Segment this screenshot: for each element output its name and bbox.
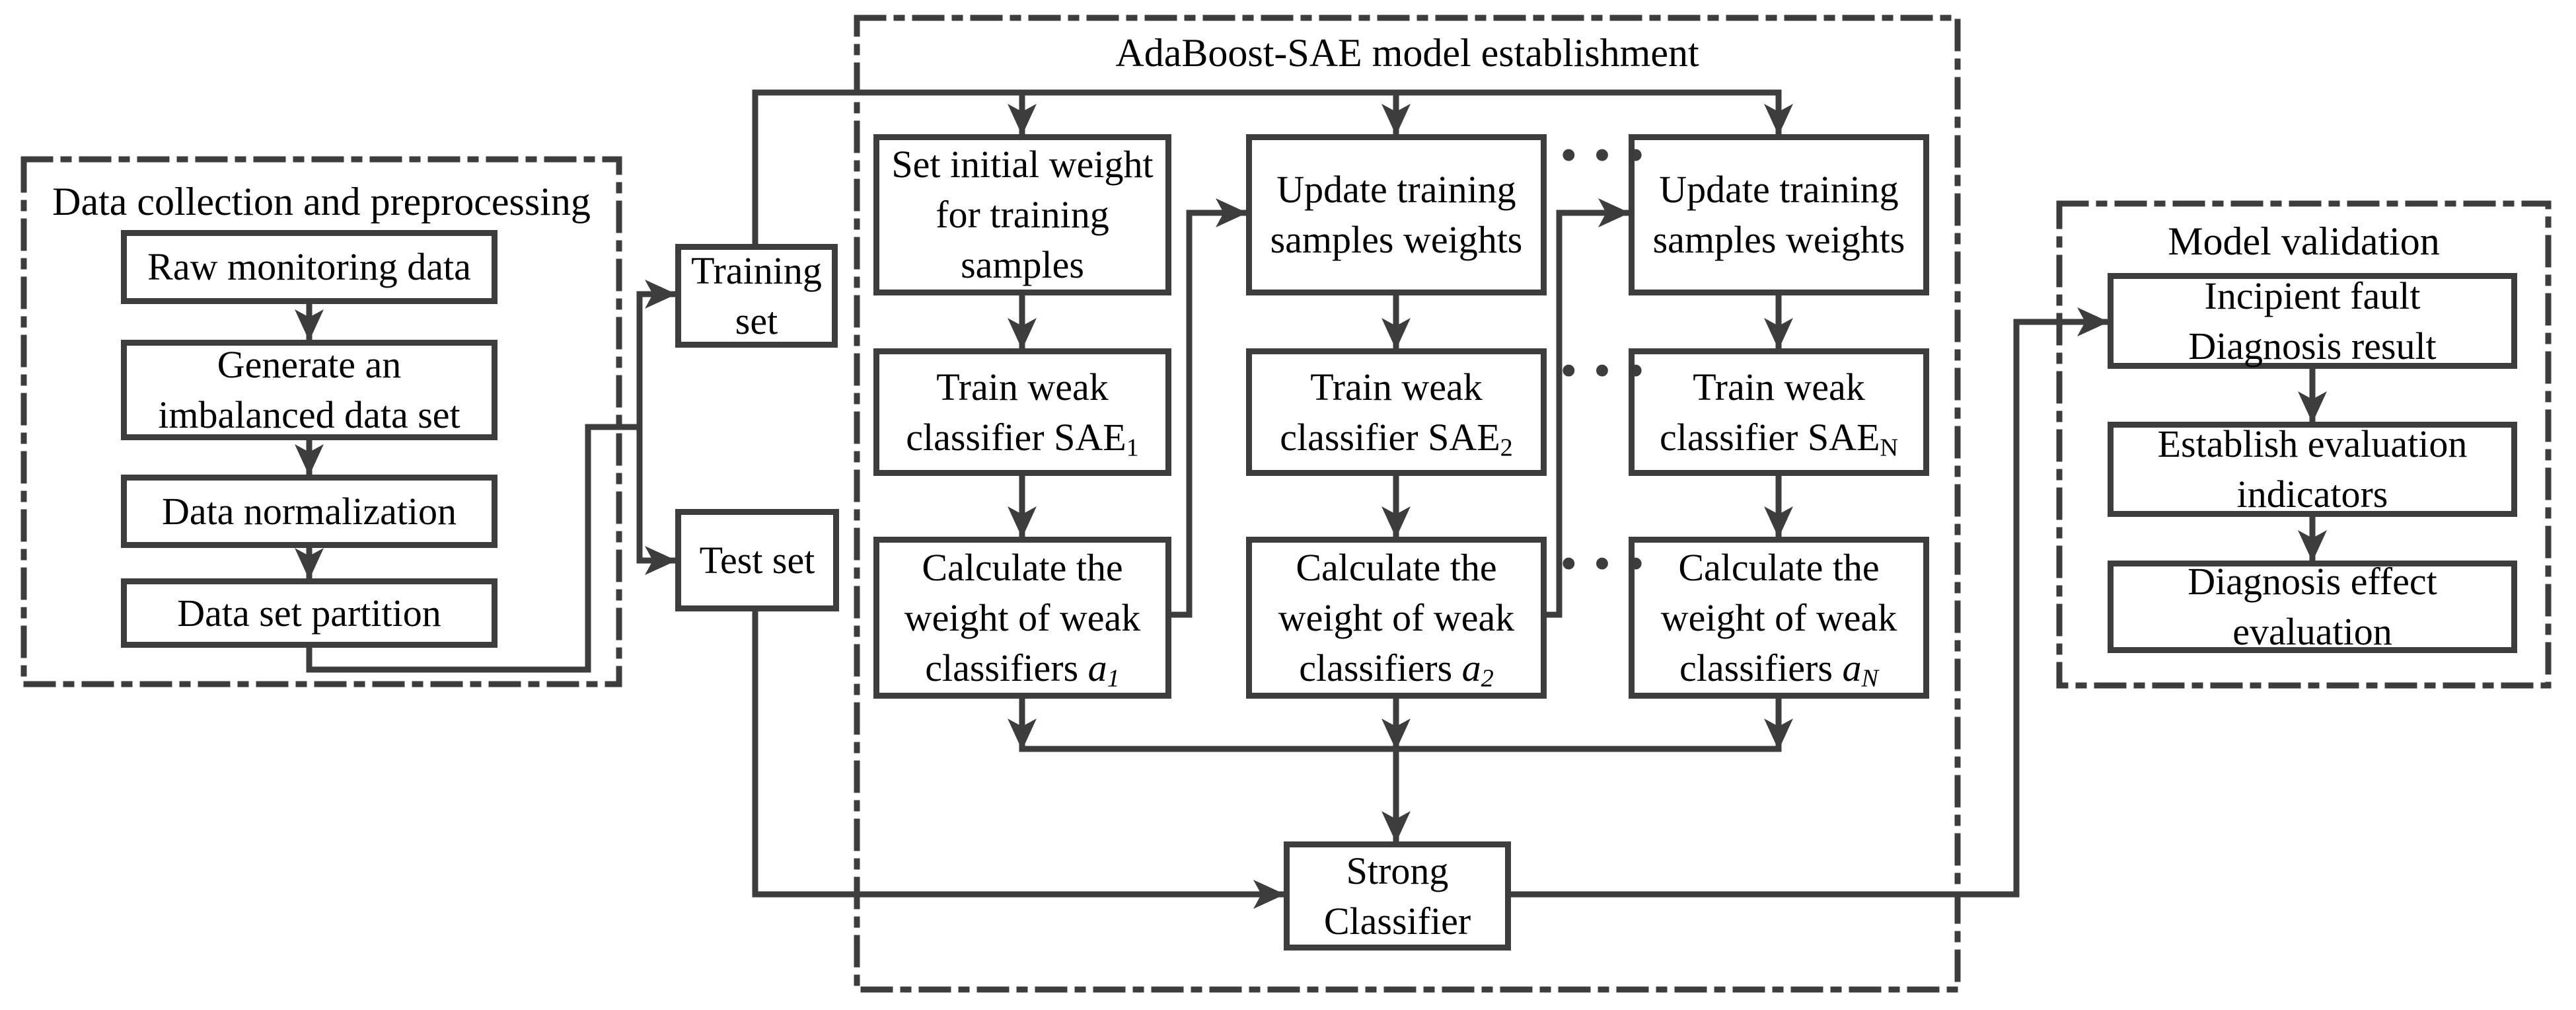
box-label: Update training bbox=[1276, 168, 1516, 211]
box-label: samples bbox=[961, 243, 1084, 286]
box-update-weights-2: Update training samples weights bbox=[1246, 134, 1547, 295]
left-panel-title: Data collection and preprocessing bbox=[52, 180, 591, 223]
subscript-text: 2 bbox=[1481, 664, 1494, 692]
connector-strong-to-validation bbox=[1508, 307, 2111, 898]
subscript-text: N bbox=[1861, 664, 1878, 692]
box-training-set: Training set bbox=[675, 244, 838, 348]
subscript: 1 bbox=[1107, 664, 1120, 692]
box-label: classifiers a1 bbox=[925, 643, 1120, 693]
model-validation-title: Model validation bbox=[2168, 219, 2440, 263]
box-label: Calculate the bbox=[922, 545, 1123, 589]
box-label: Train weak bbox=[1310, 365, 1483, 408]
box-raw-monitoring-data: Raw monitoring data bbox=[121, 230, 497, 304]
math-var: a bbox=[1461, 646, 1481, 689]
box-label: classifier SAEN bbox=[1660, 412, 1898, 463]
box-label: Strong bbox=[1346, 849, 1449, 892]
box-label: Update training bbox=[1659, 168, 1899, 211]
connector-col1-to-col2-update bbox=[1168, 198, 1249, 618]
box-label: Incipient fault bbox=[2204, 274, 2421, 317]
box-test-set: Test set bbox=[675, 509, 839, 611]
connector-training-feeder bbox=[752, 89, 1782, 247]
box-label: Diagnosis result bbox=[2188, 324, 2437, 368]
box-label: Classifier bbox=[1323, 899, 1471, 943]
adaboost-panel-title: AdaBoost-SAE model establishment bbox=[1115, 31, 1699, 75]
box-update-weights-n: Update training samples weights bbox=[1629, 134, 1929, 295]
connector-partition-to-test-set bbox=[636, 424, 679, 575]
box-label: Diagnosis effect bbox=[2188, 560, 2437, 603]
box-data-normalization: Data normalization bbox=[121, 475, 497, 548]
box-label: Training bbox=[691, 249, 822, 292]
box-label: Set initial weight bbox=[891, 143, 1154, 186]
box-label-text: classifiers bbox=[1679, 646, 1843, 689]
box-label: classifier SAE2 bbox=[1280, 412, 1513, 463]
box-label-text: classifier SAE bbox=[1280, 415, 1500, 459]
box-train-weak-classifier-sae1: Train weak classifier SAE1 bbox=[873, 348, 1171, 476]
box-label-text: classifier SAE bbox=[906, 415, 1126, 459]
box-label: Data normalization bbox=[161, 489, 457, 533]
box-label: classifier SAE1 bbox=[906, 412, 1139, 463]
subscript: 2 bbox=[1500, 433, 1513, 461]
box-label: weight of weak bbox=[1278, 596, 1515, 639]
box-label: samples weights bbox=[1270, 218, 1523, 261]
box-label: weight of weak bbox=[1660, 596, 1897, 639]
box-calculate-weight-a2: Calculate the weight of weak classifiers… bbox=[1246, 537, 1547, 699]
box-label: Calculate the bbox=[1296, 545, 1497, 589]
subscript-text: 1 bbox=[1107, 664, 1120, 692]
box-train-weak-classifier-sae2: Train weak classifier SAE2 bbox=[1246, 348, 1547, 476]
box-label: imbalanced data set bbox=[158, 393, 460, 436]
box-label: classifiers aN bbox=[1679, 643, 1878, 693]
box-incipient-fault-result: Incipient fault Diagnosis result bbox=[2108, 273, 2517, 369]
connector-partition-to-training-set bbox=[306, 280, 679, 673]
box-label: Data set partition bbox=[177, 591, 441, 635]
box-label: Train weak bbox=[936, 365, 1109, 408]
connector-col2-to-col3-update bbox=[1543, 198, 1632, 618]
subscript: 1 bbox=[1126, 433, 1139, 461]
connector-test-set-to-strong bbox=[752, 608, 1287, 909]
subscript: N bbox=[1880, 433, 1899, 461]
box-calculate-weight-an: Calculate the weight of weak classifiers… bbox=[1629, 537, 1929, 699]
box-set-initial-weight: Set initial weight for training samples bbox=[873, 134, 1171, 295]
ellipsis-row1: ··· bbox=[1557, 114, 1658, 195]
box-label: indicators bbox=[2236, 473, 2388, 516]
box-label: evaluation bbox=[2232, 610, 2392, 653]
box-data-set-partition: Data set partition bbox=[121, 578, 497, 648]
box-generate-imbalanced-data-set: Generate an imbalanced data set bbox=[121, 340, 497, 440]
math-var: a bbox=[1087, 646, 1107, 689]
box-label: samples weights bbox=[1652, 218, 1905, 261]
adaboost-panel-border bbox=[854, 15, 1961, 993]
box-label-text: classifier SAE bbox=[1659, 415, 1880, 459]
box-label-text: classifiers bbox=[1299, 646, 1462, 689]
box-strong-classifier: Strong Classifier bbox=[1284, 841, 1511, 951]
box-label: Establish evaluation bbox=[2157, 422, 2468, 465]
subscript: 2 bbox=[1481, 664, 1494, 692]
box-label: weight of weak bbox=[904, 596, 1141, 639]
box-label: Generate an bbox=[217, 343, 402, 386]
subscript: N bbox=[1861, 664, 1878, 692]
model-validation-panel-border bbox=[2056, 200, 2552, 689]
box-establish-evaluation-indicators: Establish evaluation indicators bbox=[2108, 422, 2517, 517]
box-calculate-weight-a1: Calculate the weight of weak classifiers… bbox=[873, 537, 1171, 699]
box-label: Calculate the bbox=[1678, 545, 1880, 589]
box-label-text: classifiers bbox=[925, 646, 1088, 689]
box-label: for training bbox=[936, 193, 1109, 236]
ellipsis-row2: ··· bbox=[1557, 330, 1658, 410]
box-label: Raw monitoring data bbox=[147, 245, 471, 288]
box-label: Train weak bbox=[1693, 365, 1865, 408]
ellipsis-row3: ··· bbox=[1557, 523, 1658, 603]
box-label: Test set bbox=[699, 538, 815, 582]
box-label: classifiers a2 bbox=[1299, 643, 1494, 693]
box-train-weak-classifier-saen: Train weak classifier SAEN bbox=[1629, 348, 1929, 476]
left-panel-border bbox=[20, 156, 622, 687]
box-label: set bbox=[735, 299, 778, 342]
math-var: a bbox=[1842, 646, 1862, 689]
box-diagnosis-effect-evaluation: Diagnosis effect evaluation bbox=[2108, 560, 2517, 653]
